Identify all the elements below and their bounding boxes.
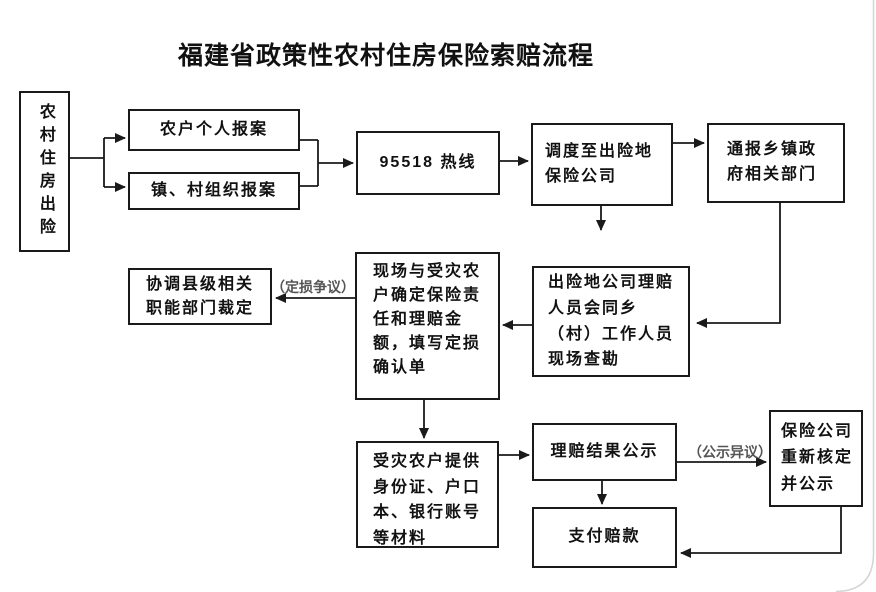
edge-recheck-to-payment (680, 507, 842, 558)
node-notify-gov: 通报乡镇政府相关部门 (707, 123, 845, 203)
edge-label-loss-dispute: （定损争议） (271, 279, 355, 295)
node-materials: 受灾农户提供身份证、户口本、银行账号等材料 (356, 441, 499, 548)
node-incident-label: 农村住房出险 (36, 102, 54, 241)
node-confirm-loss: 现场与受灾农户确定保险责任和理赔金额，填写定损确认单 (355, 252, 500, 400)
node-payment: 支付赔款 (532, 507, 677, 568)
node-survey: 出险地公司理赔人员会同乡（村）工作人员现场查勘 (532, 266, 690, 377)
node-publicity-label: 理赔结果公示 (550, 442, 659, 460)
node-farmer-report-label: 农户个人报案 (159, 120, 268, 138)
node-confirm-loss-label: 现场与受灾农户确定保险责任和理赔金额，填写定损确认单 (373, 263, 482, 376)
node-dispatch-label: 调度至出险地保险公司 (545, 142, 654, 185)
node-dispatch: 调度至出险地保险公司 (531, 123, 673, 206)
node-village-report: 镇、村组织报案 (128, 172, 300, 210)
node-payment-label: 支付赔款 (568, 528, 641, 546)
node-arbitration-label: 协调县级相关职能部门裁定 (145, 275, 254, 317)
node-survey-label: 出险地公司理赔人员会同乡（村）工作人员现场查勘 (548, 273, 675, 369)
node-notify-gov-label: 通报乡镇政府相关部门 (727, 141, 818, 183)
node-arbitration: 协调县级相关职能部门裁定 (128, 268, 272, 325)
node-village-report-label: 镇、村组织报案 (150, 181, 277, 199)
edge-notify-gov-to-survey (696, 203, 781, 328)
node-hotline: 95518 热线 (356, 131, 500, 195)
node-recheck: 保险公司重新核定并公示 (769, 410, 863, 507)
node-hotline-label: 95518 热线 (379, 153, 477, 171)
node-incident: 农村住房出险 (19, 91, 70, 252)
node-materials-label: 受灾农户提供身份证、户口本、银行账号等材料 (373, 453, 482, 547)
edge-label-publicity-objection: （公示异议） (688, 444, 772, 460)
node-farmer-report: 农户个人报案 (128, 109, 300, 151)
node-publicity: 理赔结果公示 (532, 423, 677, 481)
node-recheck-label: 保险公司重新核定并公示 (781, 422, 854, 493)
diagram-title: 福建省政策性农村住房保险索赔流程 (177, 42, 594, 70)
